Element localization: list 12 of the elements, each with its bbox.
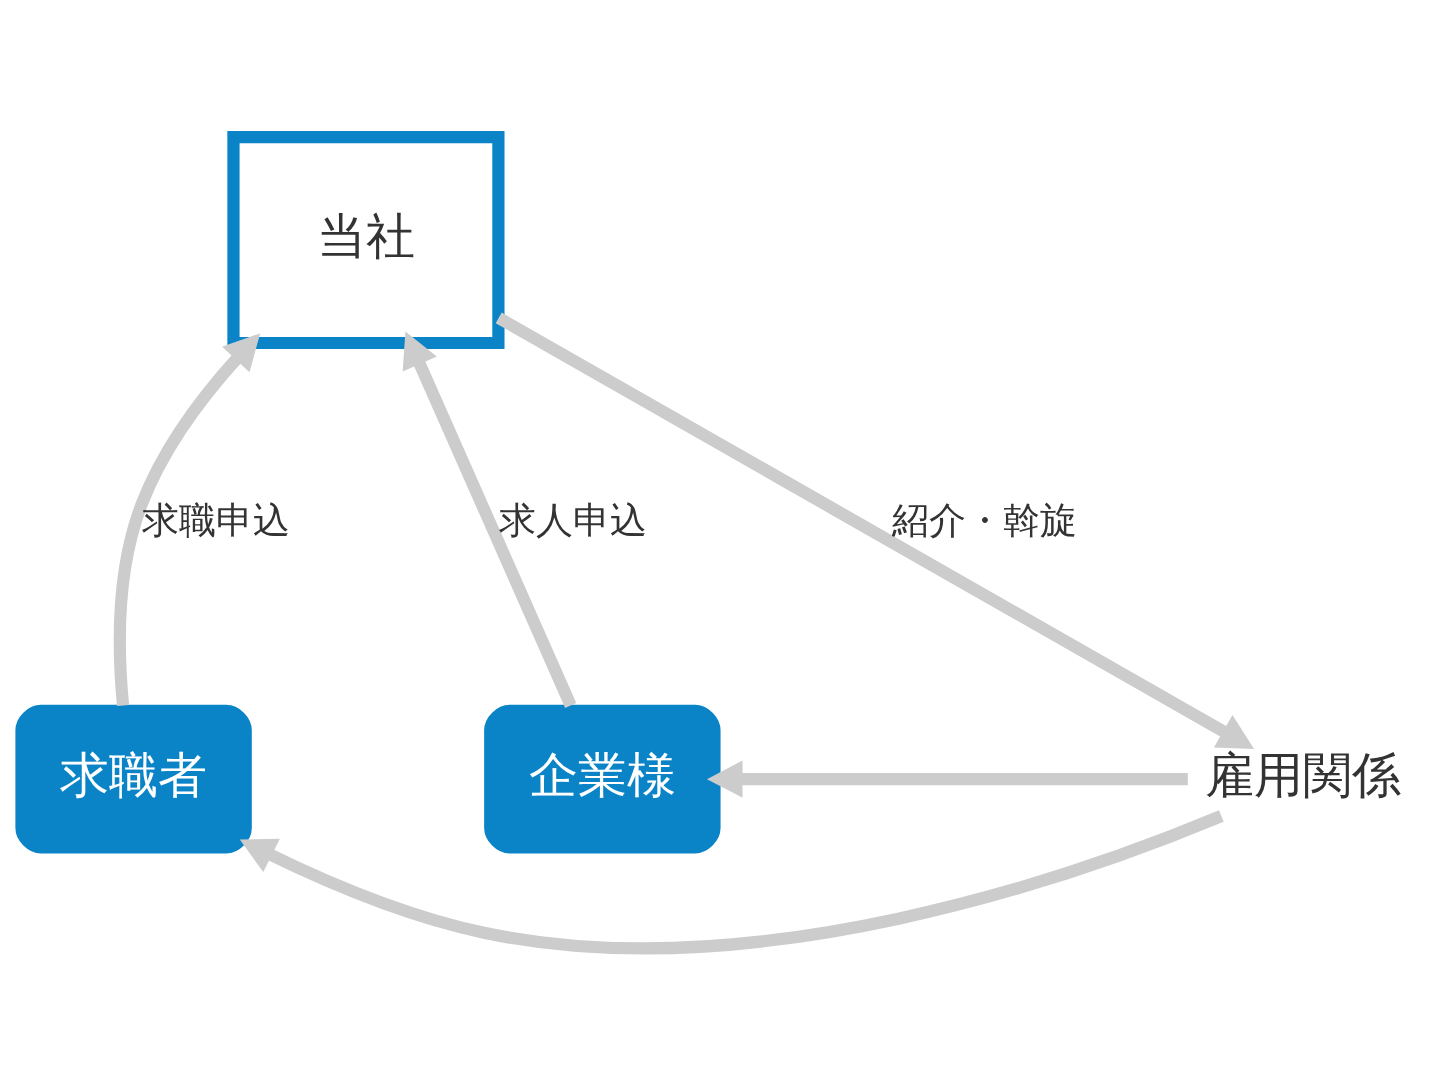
arrow: [113, 332, 261, 706]
arrow: [706, 759, 1188, 798]
edge-label: 紹介・斡旋: [891, 498, 1077, 542]
arrow: [402, 330, 577, 708]
arrow: [239, 809, 1224, 954]
node-box: 企業様: [484, 704, 721, 854]
edge-label: 求職申込: [142, 498, 291, 542]
node-box: 当社: [227, 130, 505, 349]
node-text: 雇用関係: [1205, 746, 1402, 804]
edge-label: 求人申込: [498, 498, 647, 542]
arrow: [495, 312, 1255, 749]
node-box: 求職者: [15, 704, 252, 854]
